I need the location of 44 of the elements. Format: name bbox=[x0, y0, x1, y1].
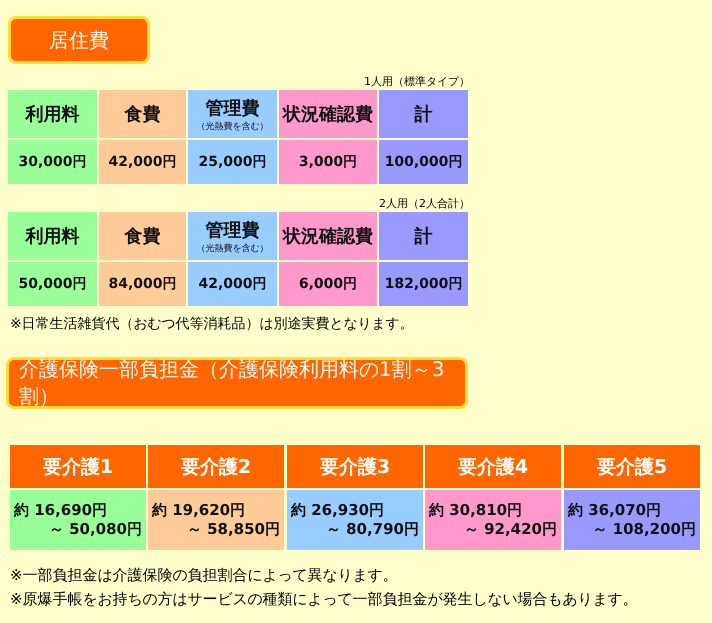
header-cell: 食費 bbox=[99, 90, 186, 138]
header-cell: 要介護1 bbox=[10, 445, 146, 488]
header-subtext: （光熱費を含む） bbox=[196, 120, 268, 132]
value-cell: 42,000円 bbox=[99, 140, 186, 184]
header-text: 管理費 bbox=[206, 96, 260, 120]
header-cell: 要介護2 bbox=[148, 445, 284, 488]
price-from-text: 約 16,690円 bbox=[14, 501, 108, 520]
price-to-text: ～ 92,420円 bbox=[462, 520, 557, 539]
header-cell: 計 bbox=[379, 90, 468, 138]
value-cell: 42,000円 bbox=[188, 262, 277, 306]
price-from-text: 約 26,930円 bbox=[291, 501, 386, 520]
section-heading-banner: 居住費 bbox=[8, 16, 150, 64]
value-cell: 84,000円 bbox=[99, 262, 186, 306]
value-cell: 50,000円 bbox=[8, 262, 97, 306]
header-cell: 要介護4 bbox=[425, 445, 561, 488]
value-cell: 6,000円 bbox=[279, 262, 377, 306]
header-cell: 要介護3 bbox=[287, 445, 423, 488]
price-from-text: 約 19,620円 bbox=[152, 501, 246, 520]
note-text: ※原爆手帳をお持ちの方はサービスの種類によって一部負担金が発生しない場合もあります。 bbox=[10, 590, 638, 609]
table-caption: 1人用（標準タイプ） bbox=[364, 74, 470, 89]
value-cell: 3,000円 bbox=[279, 140, 377, 184]
value-cell: 100,000円 bbox=[379, 140, 468, 184]
price-from-text: 約 36,070円 bbox=[568, 501, 662, 520]
header-cell: 状況確認費 bbox=[279, 90, 377, 138]
header-cell: 状況確認費 bbox=[279, 212, 377, 260]
header-cell: 利用料 bbox=[8, 212, 97, 260]
table-caption: 2人用（2人合計） bbox=[379, 196, 470, 211]
price-to-text: ～ 50,080円 bbox=[48, 520, 142, 539]
note-text: ※一部負担金は介護保険の負担割合によって異なります。 bbox=[10, 566, 398, 585]
price-to-text: ～ 80,790円 bbox=[324, 520, 419, 539]
header-cell: 要介護5 bbox=[564, 445, 700, 488]
price-to-text: ～ 108,200円 bbox=[591, 520, 696, 539]
header-text: 管理費 bbox=[206, 218, 260, 242]
section-heading-banner: 介護保険一部負担金（介護保険利用料の1割～3割） bbox=[6, 357, 468, 409]
price-from-text: 約 30,810円 bbox=[429, 501, 524, 520]
price-to-text: ～ 58,850円 bbox=[186, 520, 280, 539]
header-cell: 利用料 bbox=[8, 90, 97, 138]
header-cell: 食費 bbox=[99, 212, 186, 260]
value-cell: 30,000円 bbox=[8, 140, 97, 184]
header-subtext: （光熱費を含む） bbox=[196, 242, 268, 254]
note-text: ※日常生活雑貨代（おむつ代等消耗品）は別途実費となります。 bbox=[10, 315, 414, 333]
header-cell: 計 bbox=[379, 212, 468, 260]
value-cell: 182,000円 bbox=[379, 262, 468, 306]
value-cell: 25,000円 bbox=[188, 140, 277, 184]
